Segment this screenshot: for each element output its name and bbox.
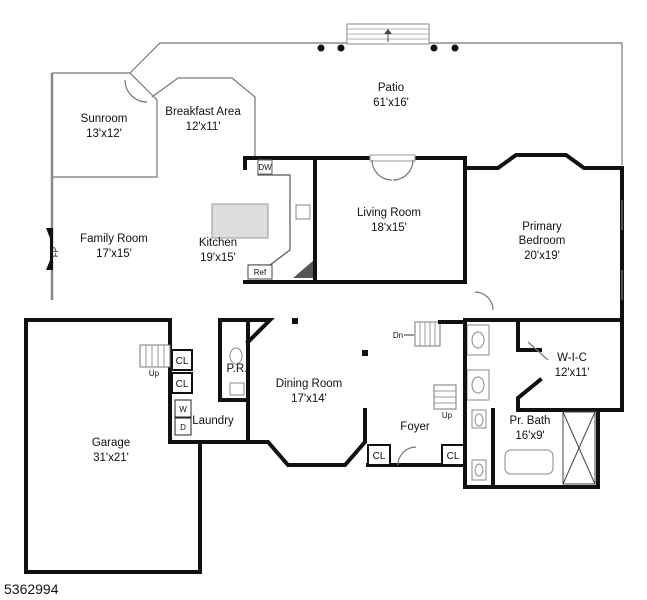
stairs-down-label: Dn xyxy=(393,331,403,340)
living-room-size: 18'x15' xyxy=(371,222,407,234)
fireplace-label: FP xyxy=(51,247,60,257)
sunroom-name: Sunroom xyxy=(81,113,128,125)
powder-room-name: P.R. xyxy=(227,363,248,375)
breakfast-area-name: Breakfast Area xyxy=(165,106,241,118)
patio-size: 61'x16' xyxy=(373,97,409,109)
dining-room-size: 17'x14' xyxy=(291,393,327,405)
foyer-closet-right: CL xyxy=(447,451,460,462)
fireplace: FP xyxy=(46,228,60,270)
powder-room-walls xyxy=(218,318,250,402)
pr-bath-name: Pr. Bath xyxy=(510,415,551,427)
primary-bedroom-size: 20'x19' xyxy=(524,250,560,262)
wic-size: 12'x11' xyxy=(555,367,590,379)
patio-outline xyxy=(129,23,623,165)
primary-bedroom-name-2: Bedroom xyxy=(519,235,566,247)
breakfast-area-size: 12'x11' xyxy=(186,121,221,133)
foyer-name: Foyer xyxy=(400,421,430,433)
wic-walls xyxy=(516,318,624,412)
primary-bedroom-name-1: Primary xyxy=(522,221,562,233)
dishwasher-label: DW xyxy=(258,163,272,172)
pr-bath-size: 16'x9' xyxy=(515,430,544,442)
garage-name: Garage xyxy=(92,437,130,449)
primary-bedroom-walls xyxy=(463,153,624,322)
garage-walls: Up xyxy=(24,318,202,574)
living-room-walls xyxy=(313,154,467,284)
stairs-up-label: Up xyxy=(442,411,453,420)
laundry-closet-2: CL xyxy=(176,379,189,390)
kitchen-walls: DW Ref xyxy=(211,156,322,284)
listing-id: 5362994 xyxy=(4,581,59,597)
dryer-label: D xyxy=(180,423,186,432)
foyer-walls: Dn Up CL CL xyxy=(366,320,467,467)
garage-stairs-up-label: Up xyxy=(149,369,160,378)
kitchen-name: Kitchen xyxy=(199,237,237,249)
living-room-name: Living Room xyxy=(357,207,421,219)
laundry-walls: W D CL CL xyxy=(168,343,250,444)
family-room-size: 17'x15' xyxy=(96,248,132,260)
breakfast-bay xyxy=(151,77,256,158)
refrigerator-label: Ref xyxy=(254,268,267,277)
sunroom-walls xyxy=(50,72,158,300)
dining-room-name: Dining Room xyxy=(276,378,342,390)
sunroom-size: 13'x12' xyxy=(86,128,122,140)
patio-name: Patio xyxy=(378,82,404,94)
kitchen-size: 19'x15' xyxy=(200,252,236,264)
wic-name: W-I-C xyxy=(557,352,587,364)
washer-label: W xyxy=(179,405,187,414)
garage-size: 31'x21' xyxy=(93,452,129,464)
laundry-name: Laundry xyxy=(192,415,234,427)
laundry-closet-1: CL xyxy=(176,356,189,367)
family-room-name: Family Room xyxy=(80,233,148,245)
foyer-closet-left: CL xyxy=(373,451,386,462)
